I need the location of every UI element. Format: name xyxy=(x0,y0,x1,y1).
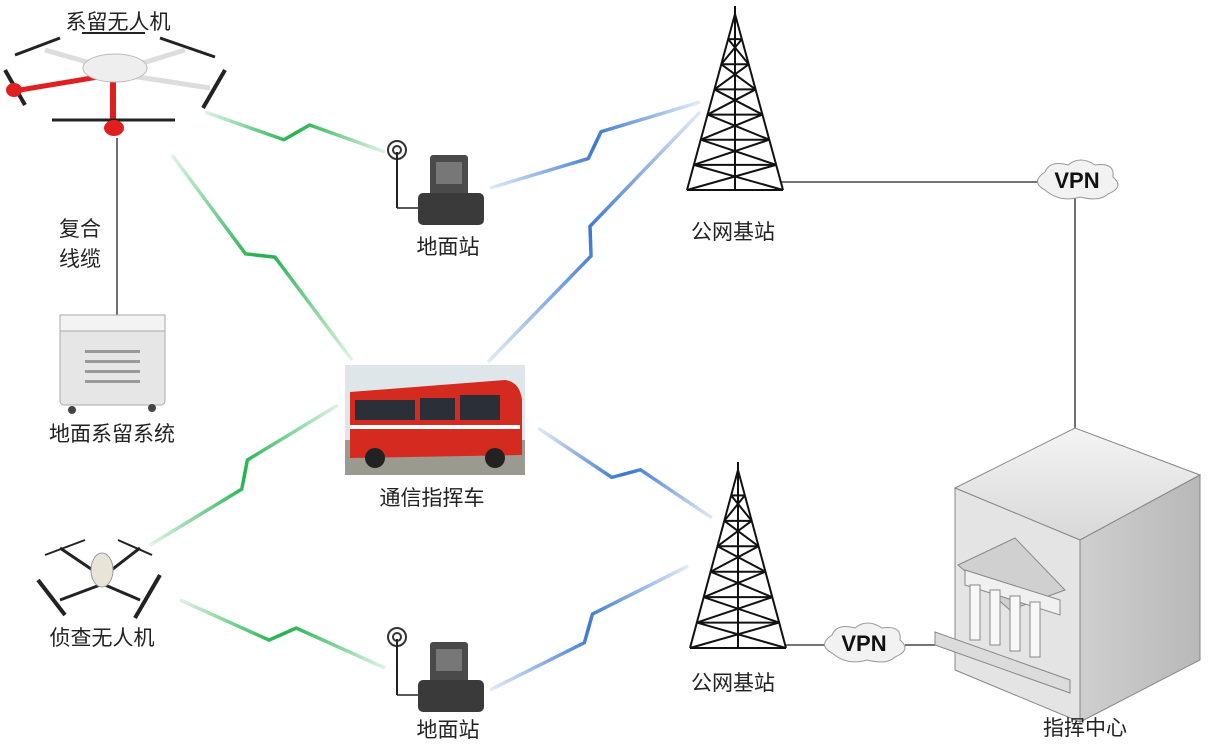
command-vehicle-icon xyxy=(345,365,525,475)
tethered-drone-icon xyxy=(3,32,227,136)
recon-drone-icon xyxy=(36,539,162,620)
tower-strut xyxy=(707,113,770,141)
link-vehicle-recon xyxy=(149,403,339,547)
tower-strut xyxy=(700,138,777,166)
wired-links xyxy=(116,138,1076,646)
tower-strut xyxy=(723,494,746,522)
tower-strut xyxy=(737,469,787,649)
tower-strut xyxy=(727,38,750,65)
command-center-building-icon xyxy=(934,427,1202,723)
tower-strut xyxy=(710,570,773,599)
tower-strut xyxy=(693,138,770,166)
tower-strut xyxy=(696,621,787,649)
ground-station-2-icon xyxy=(387,627,484,712)
recon-drone-label: 侦查无人机 xyxy=(49,626,155,650)
tower-strut xyxy=(713,88,763,116)
tower-strut xyxy=(700,113,763,141)
tower-strut xyxy=(689,621,780,649)
link-groundstation2-tower2 xyxy=(489,564,689,692)
link-drone-vehicle xyxy=(170,153,354,362)
link-drone-groundstation1 xyxy=(204,110,386,154)
base-station-1-label: 公网基站 xyxy=(691,220,775,244)
link-vehicle-tower2 xyxy=(537,426,713,520)
tower-strut xyxy=(686,163,777,191)
link-vehicle-tower1 xyxy=(486,110,702,364)
tower-strut xyxy=(720,63,757,91)
tower-strut xyxy=(703,570,766,599)
ground-tether-system-icon xyxy=(59,314,166,414)
tower-strut xyxy=(730,494,753,522)
tower-strut xyxy=(693,163,784,191)
vpn-1-cloud-icon xyxy=(1037,159,1119,200)
tower-strut xyxy=(707,88,757,116)
tower-strut xyxy=(723,520,760,548)
vpn-2-cloud-icon xyxy=(824,622,906,663)
tower-strut xyxy=(696,596,773,624)
tower-strut xyxy=(720,38,743,65)
tower-strut xyxy=(716,520,753,548)
command-vehicle-label: 通信指挥车 xyxy=(379,486,485,510)
composite-cable-label: 复合线缆 xyxy=(59,217,101,271)
link-recon-groundstation2 xyxy=(179,598,386,670)
tower-strut xyxy=(734,13,784,191)
command-center-label: 指挥中心 xyxy=(1043,716,1127,740)
base-station-1-tower-icon xyxy=(686,6,784,191)
tower-strut xyxy=(686,13,736,191)
tower-strut xyxy=(716,545,766,573)
base-station-2-tower-icon xyxy=(689,462,787,649)
ground-station-1-label: 地面站 xyxy=(416,235,480,259)
tower-strut xyxy=(713,63,750,91)
base-station-2-label: 公网基站 xyxy=(691,671,775,695)
wireless-links xyxy=(149,100,713,692)
vpn-1-label: VPN xyxy=(1054,168,1100,193)
tower-strut xyxy=(710,545,760,573)
ground-station-1-icon xyxy=(387,140,484,225)
tethered-drone-label: 系留无人机 xyxy=(65,10,171,34)
vpn-2-label: VPN xyxy=(841,631,887,656)
tower-strut xyxy=(703,596,780,624)
link-groundstation1-tower1 xyxy=(489,100,701,190)
ground-station-2-label: 地面站 xyxy=(416,718,480,742)
ground-tether-system-label: 地面系留系统 xyxy=(49,422,175,446)
tower-strut xyxy=(689,469,739,649)
